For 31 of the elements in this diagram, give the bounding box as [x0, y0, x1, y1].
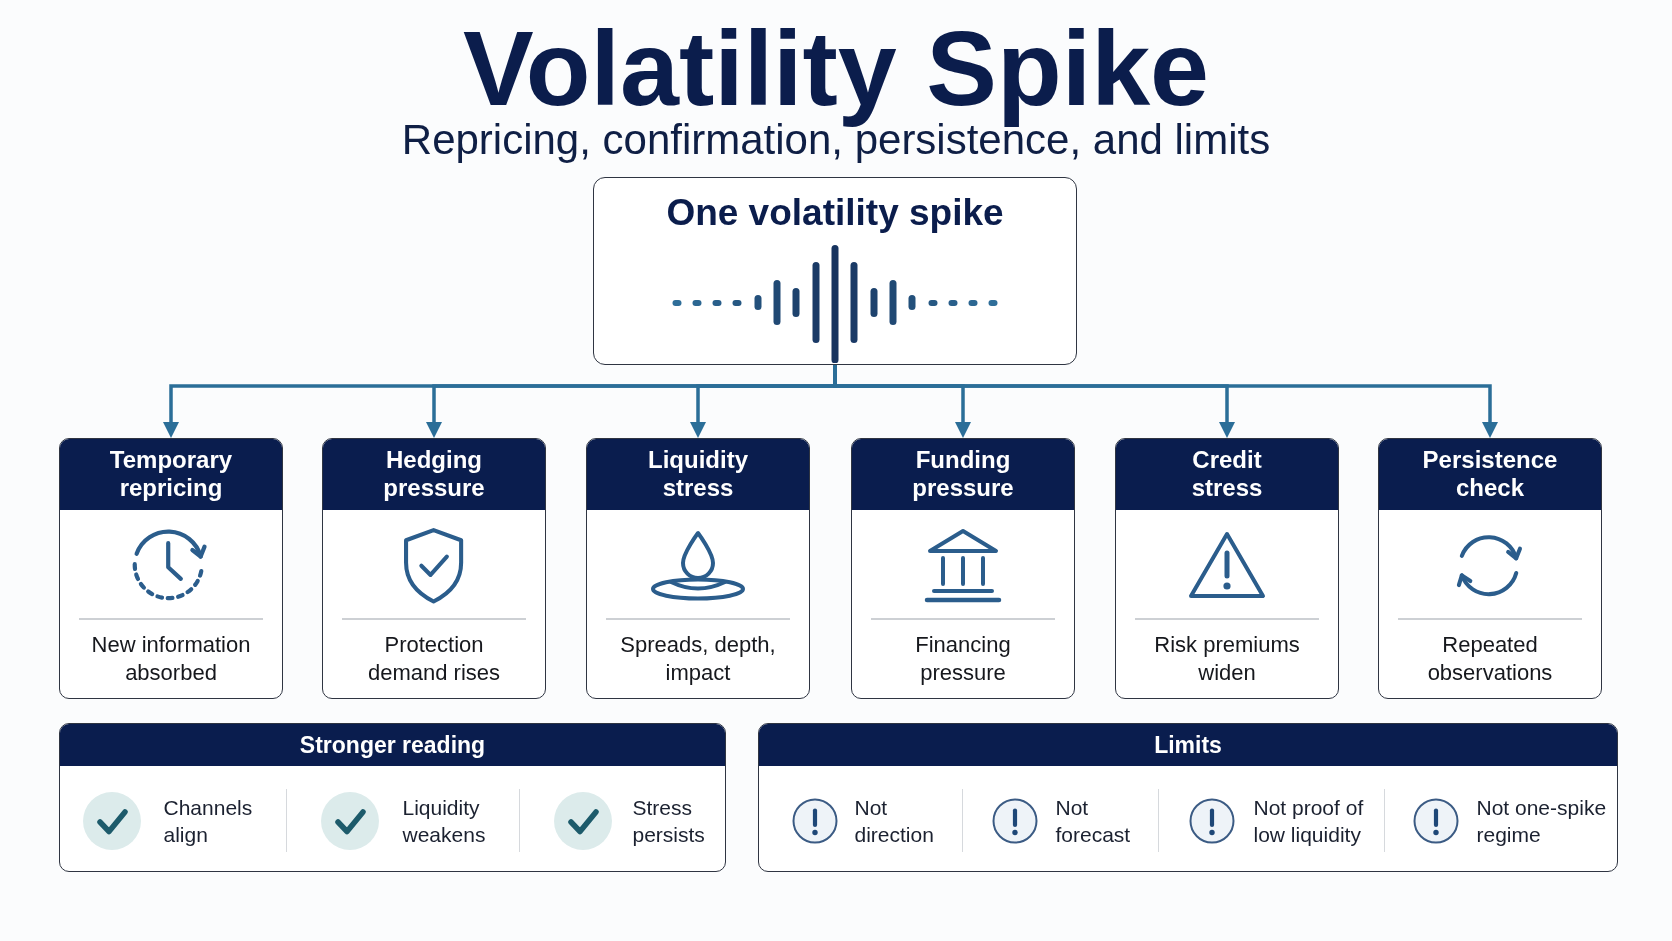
- card-description: Financing pressure: [914, 630, 1012, 687]
- summary-panel: [59, 723, 726, 872]
- category-card: [586, 438, 810, 699]
- item-text: Not direction: [854, 794, 935, 848]
- card-description: Repeated observations: [1427, 630, 1553, 687]
- category-card: [851, 438, 1075, 699]
- card-description: New information absorbed: [91, 630, 251, 687]
- item-text: Liquidity weakens: [402, 794, 487, 848]
- item-text: Not proof of low liquidity: [1253, 794, 1365, 848]
- card-description: Risk premiums widen: [1153, 630, 1301, 687]
- item-text: Not one-spike regime: [1476, 794, 1608, 848]
- card-title: Funding pressure: [911, 446, 1015, 503]
- panel-title: Limits: [1154, 730, 1222, 759]
- category-card: [1115, 438, 1339, 699]
- card-description: Spreads, depth, impact: [619, 630, 777, 687]
- item-text: Not forecast: [1055, 794, 1132, 848]
- item-text: Channels align: [163, 794, 254, 848]
- item-text: Stress persists: [632, 794, 706, 848]
- category-card: [59, 438, 283, 699]
- box-title: One volatility spike: [666, 191, 1004, 235]
- card-title: Persistence check: [1422, 446, 1558, 503]
- summary-panel: [758, 723, 1618, 872]
- category-card: [1378, 438, 1602, 699]
- card-description: Protection demand rises: [367, 630, 501, 687]
- card-title: Temporary repricing: [109, 446, 233, 503]
- card-title: Hedging pressure: [382, 446, 486, 503]
- card-title: Liquidity stress: [647, 446, 749, 503]
- card-title: Credit stress: [1191, 446, 1263, 503]
- source-box: [593, 177, 1077, 365]
- category-card: [322, 438, 546, 699]
- panel-title: Stronger reading: [299, 730, 486, 759]
